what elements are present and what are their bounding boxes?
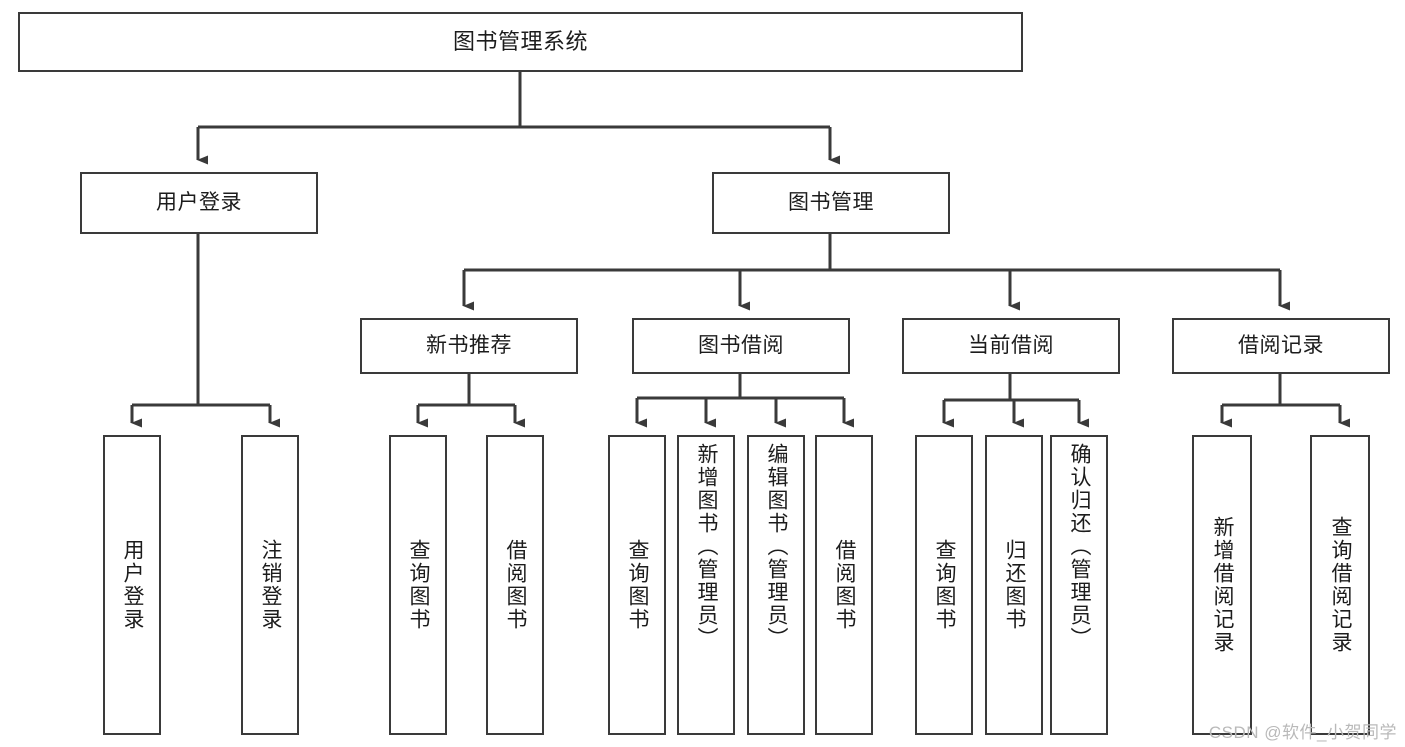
node-label: 当前借阅	[968, 333, 1054, 357]
leaf-book-borrow-add-book-admin[interactable]: 新增图书（管理员）	[677, 435, 735, 735]
node-new-book-recommend[interactable]: 新书推荐	[360, 318, 578, 374]
node-label: 查询图书	[933, 539, 957, 631]
node-label: 新增借阅记录	[1211, 516, 1235, 654]
leaf-book-borrow-query-book[interactable]: 查询图书	[608, 435, 666, 735]
node-label: 新增图书（管理员）	[695, 443, 719, 650]
leaf-current-borrow-query-book[interactable]: 查询图书	[915, 435, 973, 735]
node-label: 编辑图书（管理员）	[765, 443, 789, 650]
node-label: 图书借阅	[698, 333, 784, 357]
node-label: 查询图书	[407, 539, 431, 631]
node-current-borrow[interactable]: 当前借阅	[902, 318, 1120, 374]
leaf-book-borrow-borrow-book[interactable]: 借阅图书	[815, 435, 873, 735]
node-book-management[interactable]: 图书管理	[712, 172, 950, 234]
leaf-current-borrow-confirm-return-admin[interactable]: 确认归还（管理员）	[1050, 435, 1108, 735]
node-book-borrow[interactable]: 图书借阅	[632, 318, 850, 374]
leaf-user-login-logout[interactable]: 注销登录	[241, 435, 299, 735]
node-label: 注销登录	[259, 539, 283, 631]
node-label: 查询借阅记录	[1329, 516, 1353, 654]
leaf-new-book-query-book[interactable]: 查询图书	[389, 435, 447, 735]
leaf-new-book-borrow-book[interactable]: 借阅图书	[486, 435, 544, 735]
node-root-system[interactable]: 图书管理系统	[18, 12, 1023, 72]
leaf-user-login-login[interactable]: 用户登录	[103, 435, 161, 735]
leaf-current-borrow-return-book[interactable]: 归还图书	[985, 435, 1043, 735]
node-label: 确认归还（管理员）	[1068, 443, 1092, 650]
node-label: 图书管理	[788, 190, 874, 214]
node-label: 查询图书	[626, 539, 650, 631]
leaf-borrow-record-query-record[interactable]: 查询借阅记录	[1310, 435, 1370, 735]
node-label: 借阅图书	[833, 539, 857, 631]
node-label: 借阅图书	[504, 539, 528, 631]
node-borrow-record[interactable]: 借阅记录	[1172, 318, 1390, 374]
node-label: 用户登录	[156, 190, 242, 214]
node-label: 新书推荐	[426, 333, 512, 357]
leaf-borrow-record-add-record[interactable]: 新增借阅记录	[1192, 435, 1252, 735]
csdn-watermark: CSDN @软件_小贺同学	[1208, 723, 1397, 742]
node-label: 借阅记录	[1238, 333, 1324, 357]
node-label: 归还图书	[1003, 539, 1027, 631]
node-user-login[interactable]: 用户登录	[80, 172, 318, 234]
leaf-book-borrow-edit-book-admin[interactable]: 编辑图书（管理员）	[747, 435, 805, 735]
node-label: 用户登录	[121, 539, 145, 631]
node-label: 图书管理系统	[452, 29, 588, 55]
